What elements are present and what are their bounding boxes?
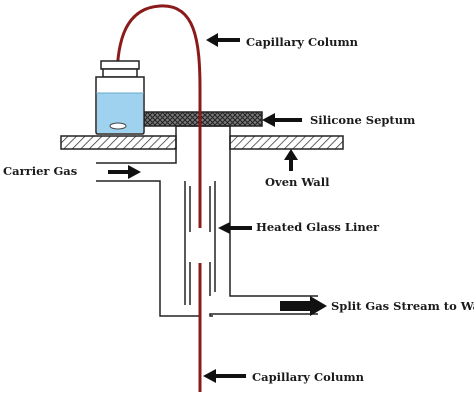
arrow-capillary-top: [206, 33, 240, 47]
label-oven-wall: Oven Wall: [265, 175, 330, 189]
label-carrier-gas: Carrier Gas: [3, 164, 77, 178]
arrow-split: [280, 296, 327, 316]
arrow-oven-wall: [284, 149, 298, 171]
arrow-carrier-gas: [108, 165, 141, 179]
label-capillary-column-top: Capillary Column: [246, 35, 359, 49]
arrow-capillary-bottom: [203, 369, 246, 383]
label-silicone-septum: Silicone Septum: [310, 113, 415, 127]
silicone-septum: [143, 111, 263, 127]
label-heated-glass-liner: Heated Glass Liner: [256, 220, 380, 234]
sample-vial: [95, 60, 145, 135]
arrow-septum: [262, 113, 302, 127]
oven-wall-plate: [60, 135, 344, 150]
injector-body: [96, 125, 318, 317]
arrow-liner: [218, 222, 252, 234]
capillary-column-line: [115, 4, 202, 228]
glass-liner: [189, 186, 211, 305]
label-split-gas-stream: Split Gas Stream to Waste: [331, 299, 474, 313]
label-capillary-column-bottom: Capillary Column: [252, 370, 365, 384]
